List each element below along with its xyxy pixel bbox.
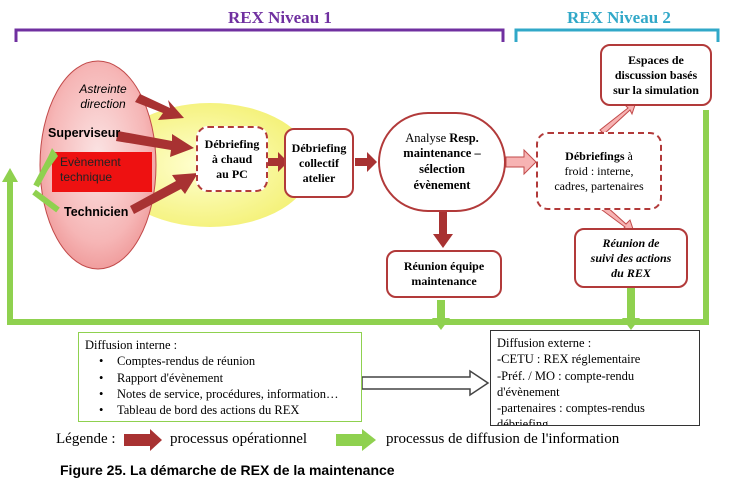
- diffusion-externe-title: Diffusion externe :: [497, 336, 592, 350]
- level1-bracket: [14, 28, 505, 42]
- legend-label: Légende :: [56, 431, 116, 447]
- reunion-equipe-text: Réunion équipe maintenance: [403, 259, 485, 288]
- legend-diffusion-text: processus de diffusion de l'information: [386, 431, 620, 447]
- level2-title: REX Niveau 2: [567, 8, 671, 27]
- debriefings-froid-text: Débriefings à froid : interne, cadres, p…: [554, 149, 643, 194]
- evenement-label: Evènement technique: [60, 155, 121, 184]
- diffusion-interne-item: Comptes-rendus de réunion: [99, 353, 355, 370]
- diffusion-externe-line: -Préf. / MO : compte-rendu d'évènement: [497, 368, 635, 399]
- debriefing-collectif-box: Débriefing collectif atelier: [284, 128, 354, 198]
- analyse-prefix: Analyse: [405, 130, 450, 145]
- superviseur-label: Superviseur: [48, 126, 121, 140]
- analyse-bold: Resp. maintenance – sélection évènement: [403, 130, 481, 192]
- diffusion-arrow: [361, 369, 490, 397]
- debriefing-chaud-text: Débriefing à chaud au PC: [204, 136, 260, 181]
- analyse-text: Analyse Resp. maintenance – sélection év…: [403, 131, 480, 194]
- debriefings-froid-bold: Débriefings: [565, 148, 625, 163]
- technicien-label: Technicien: [64, 205, 129, 219]
- espaces-box: Espaces de discussion basés sur la simul…: [600, 44, 712, 106]
- diffusion-externe-line: -partenaires : comptes-rendus débriefing: [497, 401, 645, 426]
- pink-arrow-up: [599, 101, 637, 135]
- debriefing-collectif-text: Débriefing collectif atelier: [291, 140, 347, 185]
- diffusion-interne-box: Diffusion interne : Comptes-rendus de ré…: [78, 332, 362, 422]
- pink-arrow: [505, 148, 537, 176]
- debriefings-froid-box: Débriefings à froid : interne, cadres, p…: [536, 132, 662, 210]
- legend-operational-text: processus opérationnel: [170, 431, 308, 447]
- reunion-equipe-box: Réunion équipe maintenance: [386, 250, 502, 298]
- reunion-suivi-text: Réunion de suivi des actions du REX: [590, 235, 672, 280]
- feedback-loop-head: [2, 168, 18, 182]
- diffusion-interne-list: Comptes-rendus de réunion Rapport d'évèn…: [85, 353, 355, 418]
- debriefings-froid-rest: à froid : interne, cadres, partenaires: [554, 148, 644, 193]
- legend-diffusion-arrow: [336, 429, 376, 451]
- event-box: [52, 152, 152, 192]
- espaces-text: Espaces de discussion basés sur la simul…: [613, 52, 699, 97]
- figure-caption: Figure 25. La démarche de REX de la main…: [60, 462, 395, 478]
- diffusion-interne-item: Notes de service, procédures, informatio…: [99, 386, 355, 403]
- diffusion-externe-line: -CETU : REX réglementaire: [497, 352, 641, 367]
- analyse-box: Analyse Resp. maintenance – sélection év…: [378, 112, 506, 212]
- reunion-suivi-box: Réunion de suivi des actions du REX: [574, 228, 688, 288]
- diffusion-externe-box: Diffusion externe : -CETU : REX réglemen…: [490, 330, 700, 426]
- level1-title: REX Niveau 1: [228, 8, 332, 27]
- level2-bracket: [514, 28, 720, 42]
- diffusion-interne-title: Diffusion interne :: [85, 338, 178, 352]
- diffusion-interne-item: Tableau de bord des actions du REX: [99, 402, 355, 419]
- legend-operational-arrow: [124, 429, 162, 451]
- debriefing-chaud-box: Débriefing à chaud au PC: [196, 126, 268, 192]
- feedback-loop-line: [7, 110, 709, 325]
- diffusion-interne-item: Rapport d'évènement: [99, 370, 355, 387]
- operational-arrows: [116, 94, 453, 248]
- astreinte-label: Astreinte direction: [79, 82, 127, 111]
